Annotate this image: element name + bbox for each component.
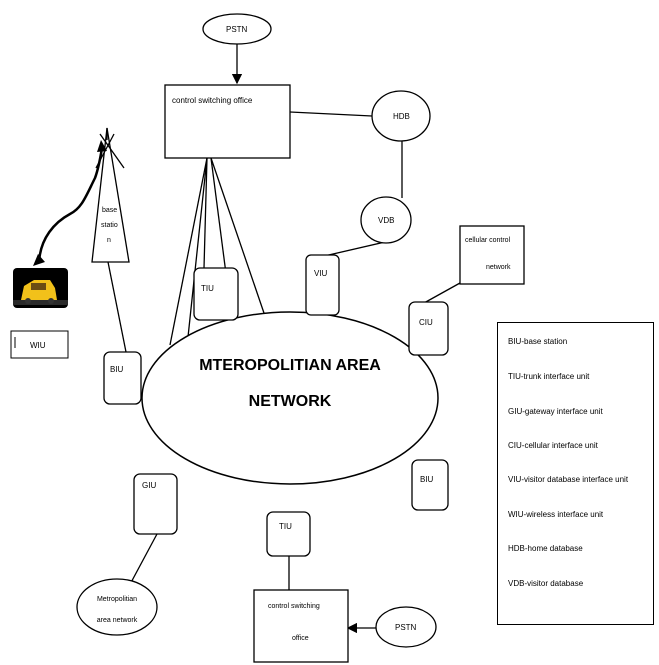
giu-unit [133,473,178,535]
cso-bottom-label-1: control switching [268,603,320,610]
base-station-label-1: base [102,207,117,214]
wiu-label: WIU [30,341,46,350]
metropolitian-area-network-node [76,578,158,636]
ciu-to-cellular-line [423,282,461,304]
tiu-lower-label: TIU [279,522,292,531]
cso-top-node [164,84,291,159]
man-label-1: MTEROPOLITIAN AREA [199,357,381,374]
biu-right-label: BIU [420,475,434,484]
giu-label: GIU [142,481,156,490]
vdb-node [360,196,412,244]
biu-left-label: BIU [110,365,124,374]
biu-left-unit [103,351,142,405]
cellular-label-2: network [486,264,511,271]
viu-label: VIU [314,269,328,278]
legend-item: WIU-wireless interface unit [508,510,604,519]
base-station-label-3: n [107,237,111,244]
arrow-icon [33,254,45,266]
antenna-tower-icon [91,127,130,263]
legend-item: BIU-base station [508,337,568,346]
cellular-control-network-node [459,225,525,285]
ciu-label: CIU [419,318,433,327]
cso-bottom-label-2: office [292,635,309,642]
pstn-bottom-node [375,606,437,648]
legend-item: HDB-home database [508,544,583,553]
legend-item: TIU-trunk interface unit [508,372,590,381]
tiu-upper-unit [193,267,239,321]
cso-top-label: control switching office [172,96,253,105]
cso-to-hdb-line [289,111,373,117]
legend-box: BIU-base station TIU-trunk interface uni… [497,322,654,625]
metropolitan-area-network [141,311,439,485]
wireless-link-icon [37,147,104,264]
base-station-label-2: statio [101,222,118,229]
hdb-node [371,90,431,142]
vdb-label: VDB [378,216,394,225]
cellular-label-1: cellular control [465,237,511,244]
metro-label-1: Metropolitian [97,596,137,603]
tiu-lower-unit [266,511,311,557]
hdb-label: HDB [393,112,410,121]
pstn-bottom-label: PSTN [395,623,417,632]
legend-item: VDB-visitor database [508,579,584,588]
pstn-top-node [202,13,272,45]
tiu-upper-label: TIU [201,284,214,293]
wiu-box [10,330,69,359]
man-label-2: NETWORK [249,393,332,410]
ciu-unit [408,301,449,356]
vehicle-icon [13,268,68,308]
viu-unit [305,254,340,316]
cso-bottom-node [253,589,349,663]
pstn-top-label: PSTN [226,25,248,34]
biu-right-unit [411,459,449,511]
legend-item: GIU-gateway interface unit [508,407,603,416]
legend-item: CIU-cellular interface unit [508,441,598,450]
legend-item: VIU-visitor database interface unit [508,475,629,484]
metro-label-2: area network [97,617,138,624]
